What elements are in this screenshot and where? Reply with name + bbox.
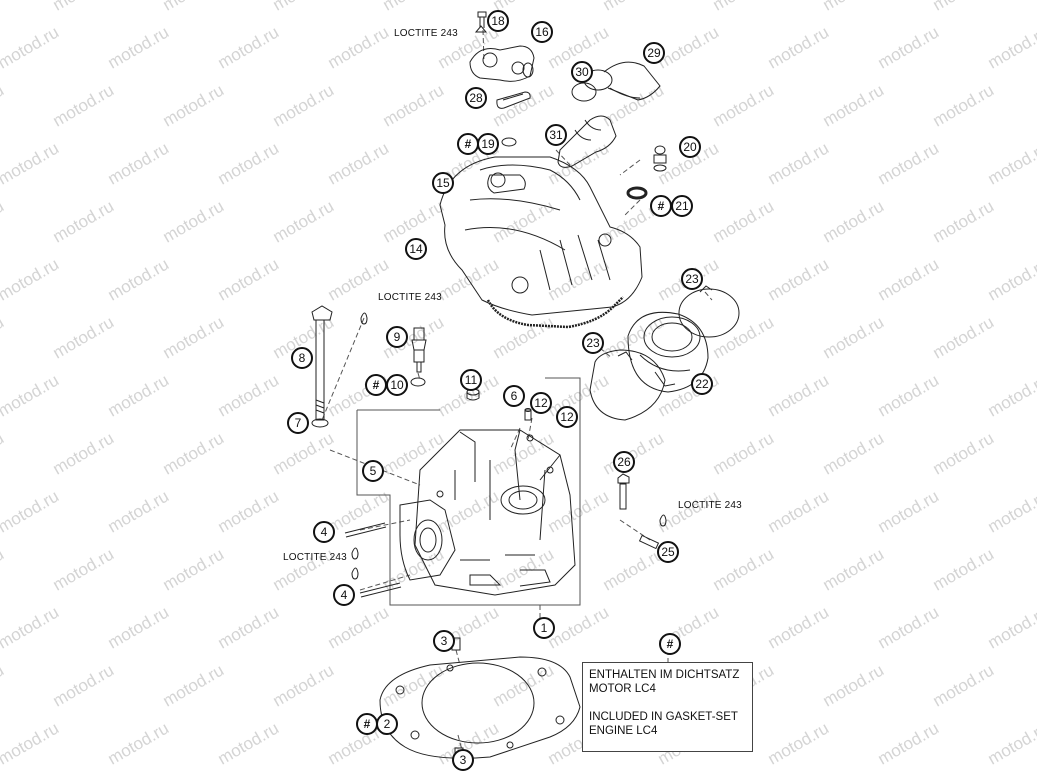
- callout-3[interactable]: 3: [433, 630, 455, 652]
- callout-12[interactable]: 12: [556, 406, 578, 428]
- callout-9[interactable]: 9: [386, 326, 408, 348]
- part-8-bolt: [311, 305, 333, 421]
- callout-31[interactable]: 31: [545, 124, 567, 146]
- part-31-hose: [557, 115, 617, 168]
- callout-10[interactable]: 10: [386, 374, 408, 396]
- callout-18[interactable]: 18: [487, 10, 509, 32]
- part-14-valve-cover: [439, 156, 643, 329]
- part-1-cylinder-head: [399, 429, 576, 596]
- part-23-clamps: [589, 285, 740, 421]
- loctite-note-top: LOCTITE 243: [394, 28, 458, 39]
- gasket-set-marker: #: [356, 713, 378, 735]
- loctite-note-right: LOCTITE 243: [678, 500, 742, 511]
- legend-line-en-1: INCLUDED IN GASKET-SET: [589, 711, 738, 723]
- callout-25[interactable]: 25: [657, 541, 679, 563]
- callout-30[interactable]: 30: [571, 61, 593, 83]
- part-21-washer: [626, 186, 648, 200]
- loctite-drop-top: [360, 312, 368, 325]
- part-16-housing: [469, 45, 535, 82]
- legend-line-en-2: ENGINE LC4: [589, 725, 658, 737]
- part-19-oring: [501, 137, 517, 147]
- callout-14[interactable]: 14: [405, 238, 427, 260]
- callout-26[interactable]: 26: [613, 451, 635, 473]
- callout-4[interactable]: 4: [333, 584, 355, 606]
- callout-5[interactable]: 5: [362, 460, 384, 482]
- callout-12[interactable]: 12: [530, 392, 552, 414]
- loctite-drop-right: [659, 514, 667, 527]
- callout-23[interactable]: 23: [681, 268, 703, 290]
- callout-28[interactable]: 28: [465, 87, 487, 109]
- part-22-intake-boot: [627, 311, 709, 393]
- callout-15[interactable]: 15: [432, 172, 454, 194]
- part-12-pins: [524, 408, 532, 421]
- callout-2[interactable]: 2: [376, 713, 398, 735]
- callout-16[interactable]: 16: [531, 21, 553, 43]
- part-18-bolt: [474, 11, 488, 33]
- callout-11[interactable]: 11: [460, 369, 482, 391]
- callout-20[interactable]: 20: [679, 136, 701, 158]
- loctite-note-mid: LOCTITE 243: [378, 292, 442, 303]
- part-7-washer: [311, 418, 329, 428]
- part-20-fitting: [653, 145, 667, 172]
- gasket-set-marker: #: [659, 633, 681, 655]
- callout-19[interactable]: 19: [477, 133, 499, 155]
- callout-8[interactable]: 8: [291, 347, 313, 369]
- callout-22[interactable]: 22: [691, 373, 713, 395]
- gasket-set-marker: #: [365, 374, 387, 396]
- legend-line-de-1: ENTHALTEN IM DICHTSATZ: [589, 669, 740, 681]
- part-4-studs: [344, 522, 402, 598]
- callout-3[interactable]: 3: [452, 749, 474, 771]
- callout-6[interactable]: 6: [503, 385, 525, 407]
- part-26-bolt: [617, 473, 630, 510]
- legend-line-de-2: MOTOR LC4: [589, 683, 656, 695]
- part-9-sensor: [411, 327, 427, 373]
- head-bracket: [356, 377, 581, 606]
- part-28-gasket: [496, 91, 531, 109]
- loctite-drop-left2: [351, 567, 359, 580]
- part-2-head-gasket: [379, 656, 581, 759]
- callout-4[interactable]: 4: [313, 521, 335, 543]
- callout-29[interactable]: 29: [643, 42, 665, 64]
- gasket-set-marker: #: [457, 133, 479, 155]
- part-25-stud: [638, 534, 660, 550]
- gasket-set-legend: ENTHALTEN IM DICHTSATZ MOTOR LC4 INCLUDE…: [582, 662, 753, 752]
- gasket-set-marker: #: [650, 195, 672, 217]
- callout-23[interactable]: 23: [582, 332, 604, 354]
- loctite-note-left: LOCTITE 243: [283, 552, 347, 563]
- callout-21[interactable]: 21: [671, 195, 693, 217]
- part-10-oring: [410, 377, 426, 387]
- callout-7[interactable]: 7: [287, 412, 309, 434]
- loctite-drop-left1: [351, 547, 359, 560]
- callout-1[interactable]: 1: [533, 617, 555, 639]
